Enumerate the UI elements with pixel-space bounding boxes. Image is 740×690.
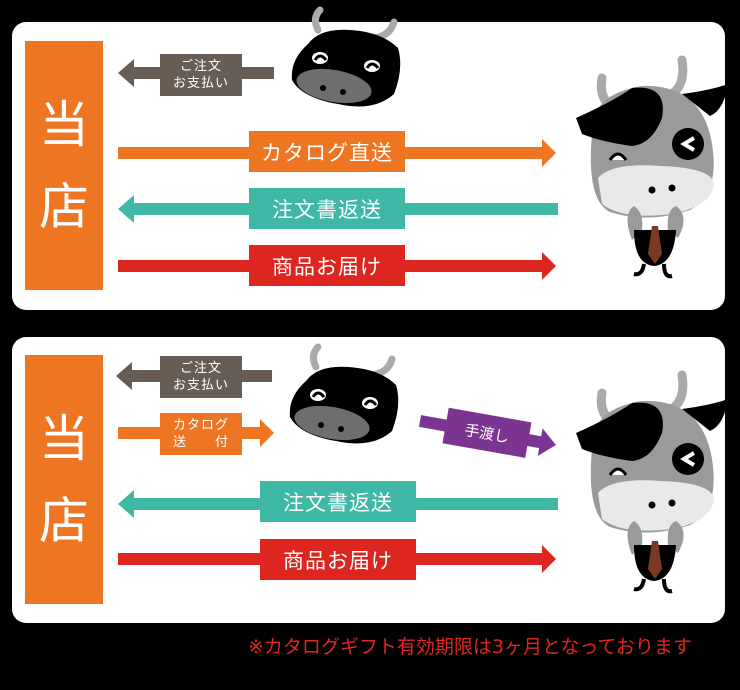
black-cow-head-icon <box>289 343 399 444</box>
order-return-label: 注文書返送 <box>260 481 416 522</box>
catalog-send-label-line-2: 送 付 <box>172 435 229 450</box>
payment-label-line-1: ご注文 <box>179 361 222 376</box>
payment-label-line-1: ご注文 <box>179 59 222 74</box>
black-cow-head-icon <box>291 6 401 107</box>
expiry-note: ※カタログギフト有効期限は3ヶ月となっております <box>248 636 692 658</box>
store-label-char-1: 当 <box>39 409 89 468</box>
catalog-send-label: カタログ 送 付 <box>160 413 242 455</box>
catalog-send-label-line-1: カタログ <box>172 418 229 433</box>
gray-cow-mascot-icon <box>576 55 728 279</box>
payment-label-line-2: お支払い <box>172 378 229 393</box>
gray-cow-mascot-icon <box>576 370 728 594</box>
store-label-char-2: 店 <box>39 491 89 550</box>
product-delivery-label: 商品お届け <box>260 539 416 580</box>
payment-label-line-2: お支払い <box>172 76 229 91</box>
store-box: 当 店 <box>25 41 103 290</box>
payment-label: ご注文 お支払い <box>160 356 242 398</box>
handover-arrow: 手渡し <box>416 399 571 468</box>
order-return-label: 注文書返送 <box>249 188 405 229</box>
store-label-char-1: 当 <box>39 95 89 154</box>
flow-panel-hand-delivery: 当 店 ご注文 お支払い カタログ 送 付 手渡し <box>12 337 728 623</box>
store-box: 当 店 <box>25 355 103 604</box>
product-delivery-label: 商品お届け <box>249 245 405 286</box>
payment-label: ご注文 お支払い <box>160 54 242 96</box>
flow-panel-direct-delivery: 当 店 ご注文 お支払い カタログ直送 注文書返送 <box>12 6 728 310</box>
catalog-direct-label: カタログ直送 <box>249 131 405 172</box>
handover-label: 手渡し <box>442 407 532 458</box>
store-label-char-2: 店 <box>39 177 89 236</box>
